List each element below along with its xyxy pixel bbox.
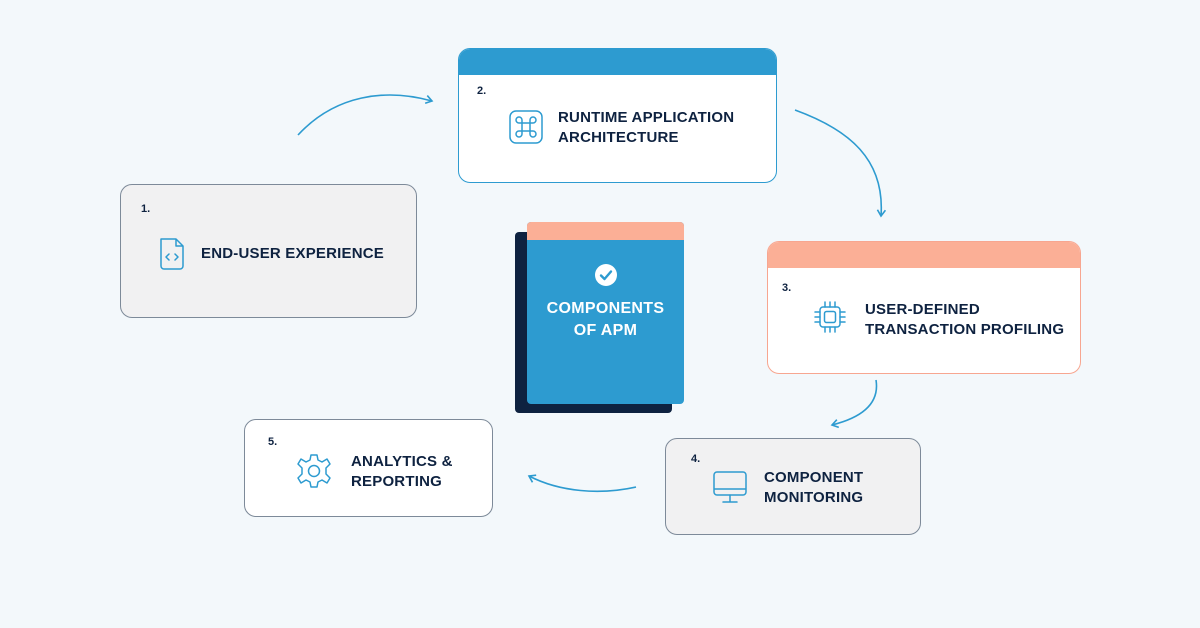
- step-card-analytics-reporting: 5. ANALYTICS & REPORTING: [244, 419, 493, 517]
- gear-icon: [297, 454, 331, 488]
- step-title: COMPONENT MONITORING: [764, 469, 864, 506]
- arrow-1-to-2: [297, 94, 434, 136]
- cpu-chip-icon: [814, 301, 846, 333]
- step-number: 4.: [691, 453, 701, 465]
- step-number: 1.: [141, 203, 151, 215]
- arrow-4-to-5: [527, 474, 637, 493]
- step-card-user-defined-transaction-profiling: 3. USER-DEFINED TRANSACTION PROFILING: [767, 241, 1081, 374]
- monitor-icon: [713, 471, 747, 503]
- arrow-2-to-3: [794, 109, 887, 218]
- card-header-bar: [459, 49, 776, 75]
- step-number: 5.: [268, 436, 278, 448]
- center-card-top-strip: [527, 222, 684, 240]
- check-circle-icon: [595, 264, 617, 286]
- card-header-bar: [768, 242, 1080, 268]
- command-icon: [509, 110, 543, 144]
- step-title: USER-DEFINED TRANSACTION PROFILING: [865, 301, 1065, 338]
- step-title: END-USER EXPERIENCE: [201, 245, 385, 262]
- arrow-3-to-4: [830, 379, 878, 429]
- step-card-end-user-experience: 1. END-USER EXPERIENCE: [120, 184, 417, 318]
- center-card: COMPONENTS OF APM: [527, 222, 684, 404]
- step-title: ANALYTICS & REPORTING: [351, 453, 453, 490]
- step-title: RUNTIME APPLICATION ARCHITECTURE: [558, 109, 735, 146]
- center-title: COMPONENTS OF APM: [546, 300, 665, 339]
- step-card-component-monitoring: 4. COMPONENT MONITORING: [665, 438, 921, 535]
- step-card-runtime-application-architecture: 2. RUNTIME APPLICATION ARCHITECTURE: [458, 48, 777, 183]
- step-number: 3.: [782, 282, 792, 294]
- step-number: 2.: [477, 85, 487, 97]
- file-code-icon: [160, 238, 184, 270]
